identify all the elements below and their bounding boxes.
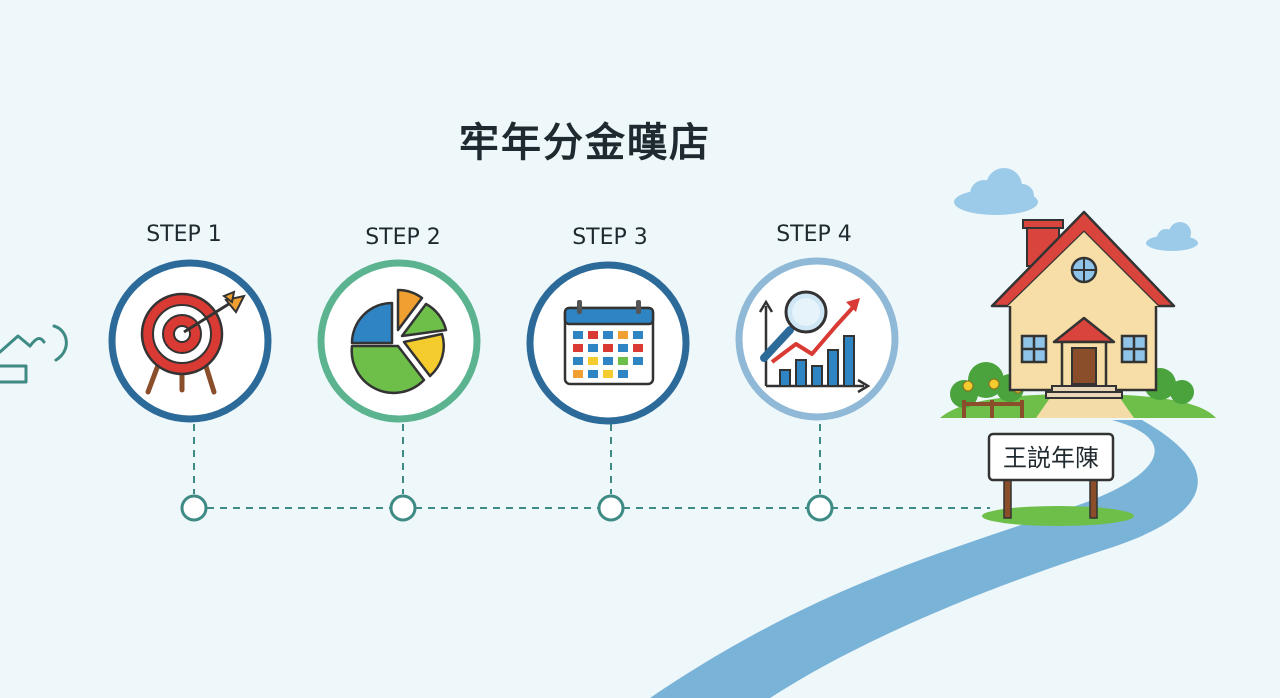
road [650,420,1198,698]
page-title: 牢年分金暵店 [459,120,711,166]
partial-house-icon [0,324,68,384]
step-1-circle [108,259,272,423]
destination-sign-text: 王説年陳 [1003,444,1099,472]
target-icon [140,290,246,395]
growth-analysis-icon [758,290,871,394]
step-4-label: STEP 4 [776,222,852,247]
step-3-circle [526,261,690,425]
timeline [193,424,990,509]
timeline-node-4 [806,494,834,522]
timeline-nodes [180,494,834,522]
house-scene [940,168,1216,418]
timeline-node-3 [597,494,625,522]
cloud-icon [954,168,1038,215]
step-4-circle [735,257,899,421]
timeline-node-1 [180,494,208,522]
pie-chart-icon [350,288,448,395]
step-1-label: STEP 1 [146,222,222,247]
timeline-node-2 [389,494,417,522]
step-2-label: STEP 2 [365,225,441,250]
step-3-label: STEP 3 [572,225,648,250]
step-2-circle [317,259,481,423]
calendar-icon [563,300,655,386]
cloud-small-icon [1146,222,1198,251]
destination-sign [982,432,1134,526]
